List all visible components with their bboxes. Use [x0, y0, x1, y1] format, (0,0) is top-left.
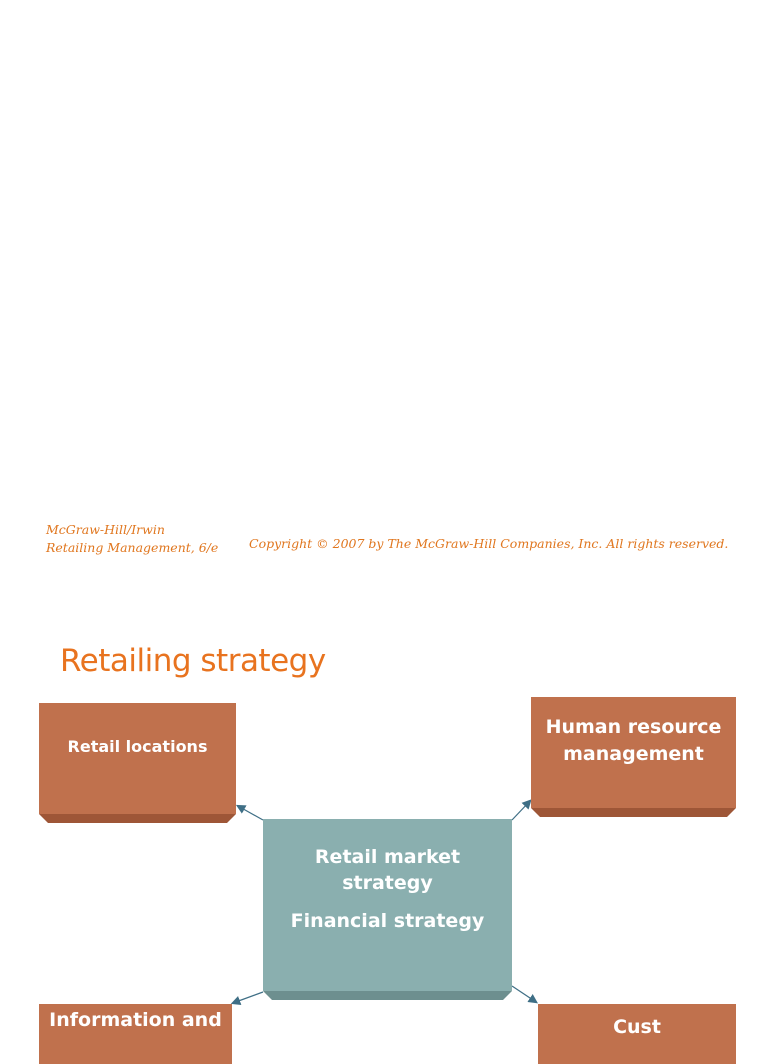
- box-center-line3: Financial strategy: [290, 910, 485, 932]
- box-information: Information and: [39, 1004, 232, 1064]
- arrow-bottom-right: [511, 985, 538, 1004]
- footer-book: Retailing Management, 6/e: [46, 540, 219, 555]
- footer-publisher: McGraw-Hill/Irwin: [46, 522, 165, 537]
- box-center-line1: Retail market: [314, 846, 461, 868]
- footer-copyright: Copyright © 2007 by The McGraw-Hill Comp…: [249, 536, 729, 551]
- box-retail-locations: Retail locations: [39, 703, 236, 823]
- box-retail-locations-label: Retail locations: [67, 737, 208, 756]
- box-customer: Cust: [538, 1004, 736, 1064]
- connector-arrows: [230, 799, 538, 1006]
- box-human-resource-line1: Human resource: [545, 716, 722, 738]
- box-center-strategy: Retail market strategy Financial strateg…: [263, 819, 512, 1000]
- arrow-top-left: [235, 804, 264, 821]
- box-customer-label: Cust: [613, 1016, 661, 1038]
- slide-title: Retailing strategy: [60, 643, 326, 679]
- arrow-top-right: [511, 799, 532, 821]
- box-information-label: Information and: [49, 1009, 222, 1031]
- box-human-resource-line2: management: [563, 743, 704, 765]
- arrow-bottom-left: [230, 991, 264, 1006]
- box-human-resource: Human resource management: [531, 697, 736, 817]
- strategy-diagram: Retail locations Human resource manageme…: [39, 697, 736, 1064]
- footer-publisher-block: McGraw-Hill/Irwin Retailing Management, …: [46, 521, 218, 557]
- box-center-line2: strategy: [342, 872, 433, 894]
